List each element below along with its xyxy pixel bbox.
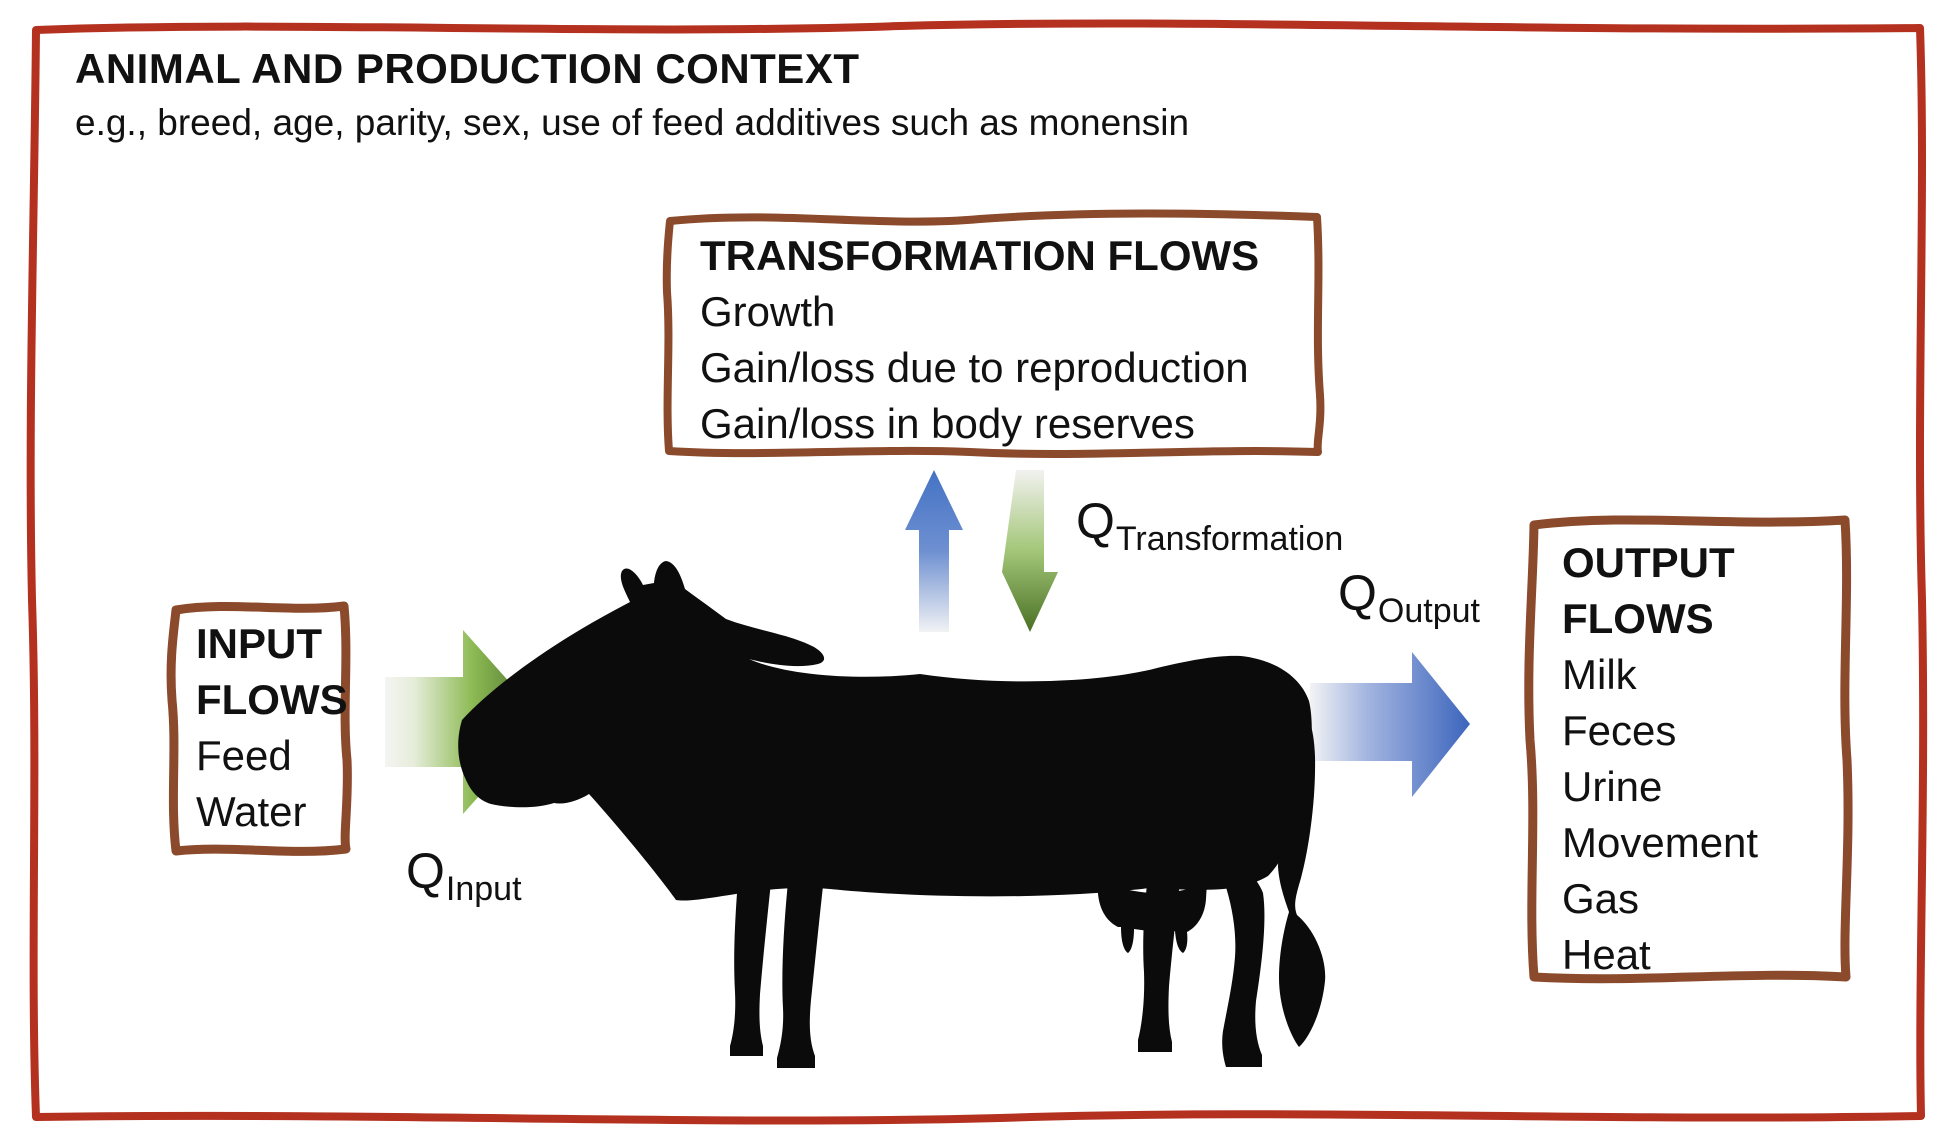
transformation-item: Gain/loss in body reserves bbox=[700, 400, 1195, 447]
context-title: ANIMAL AND PRODUCTION CONTEXT bbox=[75, 45, 860, 92]
output-box-title-line1: OUTPUT bbox=[1562, 539, 1735, 586]
output-item: Gas bbox=[1562, 875, 1640, 922]
transformation-down-arrow-icon bbox=[1002, 470, 1058, 632]
output-item: Feces bbox=[1562, 707, 1677, 754]
q-transformation-symbol: Q bbox=[1076, 493, 1115, 549]
input-item: Feed bbox=[196, 732, 292, 779]
input-box-border bbox=[166, 601, 352, 856]
output-box: OUTPUT FLOWS Milk Feces Urine Movement G… bbox=[1562, 535, 1842, 983]
q-output-subscript: Output bbox=[1377, 592, 1480, 630]
red-frame-border bbox=[26, 19, 1928, 1125]
output-box-title-line2: FLOWS bbox=[1562, 595, 1714, 642]
output-box-border bbox=[1524, 515, 1853, 984]
q-input-subscript: Input bbox=[445, 870, 522, 908]
transformation-box: TRANSFORMATION FLOWS Growth Gain/loss du… bbox=[700, 228, 1300, 452]
q-output-symbol: Q bbox=[1338, 565, 1377, 621]
cow-silhouette-icon bbox=[458, 561, 1326, 1068]
input-item: Water bbox=[196, 788, 307, 835]
transformation-up-arrow-icon bbox=[905, 470, 963, 632]
input-box-title-line1: INPUT bbox=[196, 620, 322, 667]
transformation-box-title: TRANSFORMATION FLOWS bbox=[700, 232, 1260, 279]
output-arrow-icon bbox=[1310, 652, 1470, 797]
q-output-label: QOutput bbox=[1338, 565, 1480, 628]
context-subtitle: e.g., breed, age, parity, sex, use of fe… bbox=[75, 102, 1190, 144]
transformation-box-border bbox=[662, 209, 1325, 458]
output-item: Movement bbox=[1562, 819, 1759, 866]
input-box-title-line2: FLOWS bbox=[196, 676, 348, 723]
context-title-block: ANIMAL AND PRODUCTION CONTEXT e.g., bree… bbox=[75, 44, 1475, 147]
input-box: INPUT FLOWS Feed Water bbox=[196, 616, 348, 840]
q-input-label: QInput bbox=[406, 843, 522, 906]
q-transformation-label: QTransformation bbox=[1076, 493, 1343, 556]
output-item: Milk bbox=[1562, 651, 1637, 698]
transformation-item: Growth bbox=[700, 288, 836, 335]
output-item: Urine bbox=[1562, 763, 1663, 810]
q-input-symbol: Q bbox=[406, 843, 445, 899]
transformation-item: Gain/loss due to reproduction bbox=[700, 344, 1249, 391]
output-item: Heat bbox=[1562, 931, 1651, 978]
q-transformation-subscript: Transformation bbox=[1115, 520, 1344, 558]
